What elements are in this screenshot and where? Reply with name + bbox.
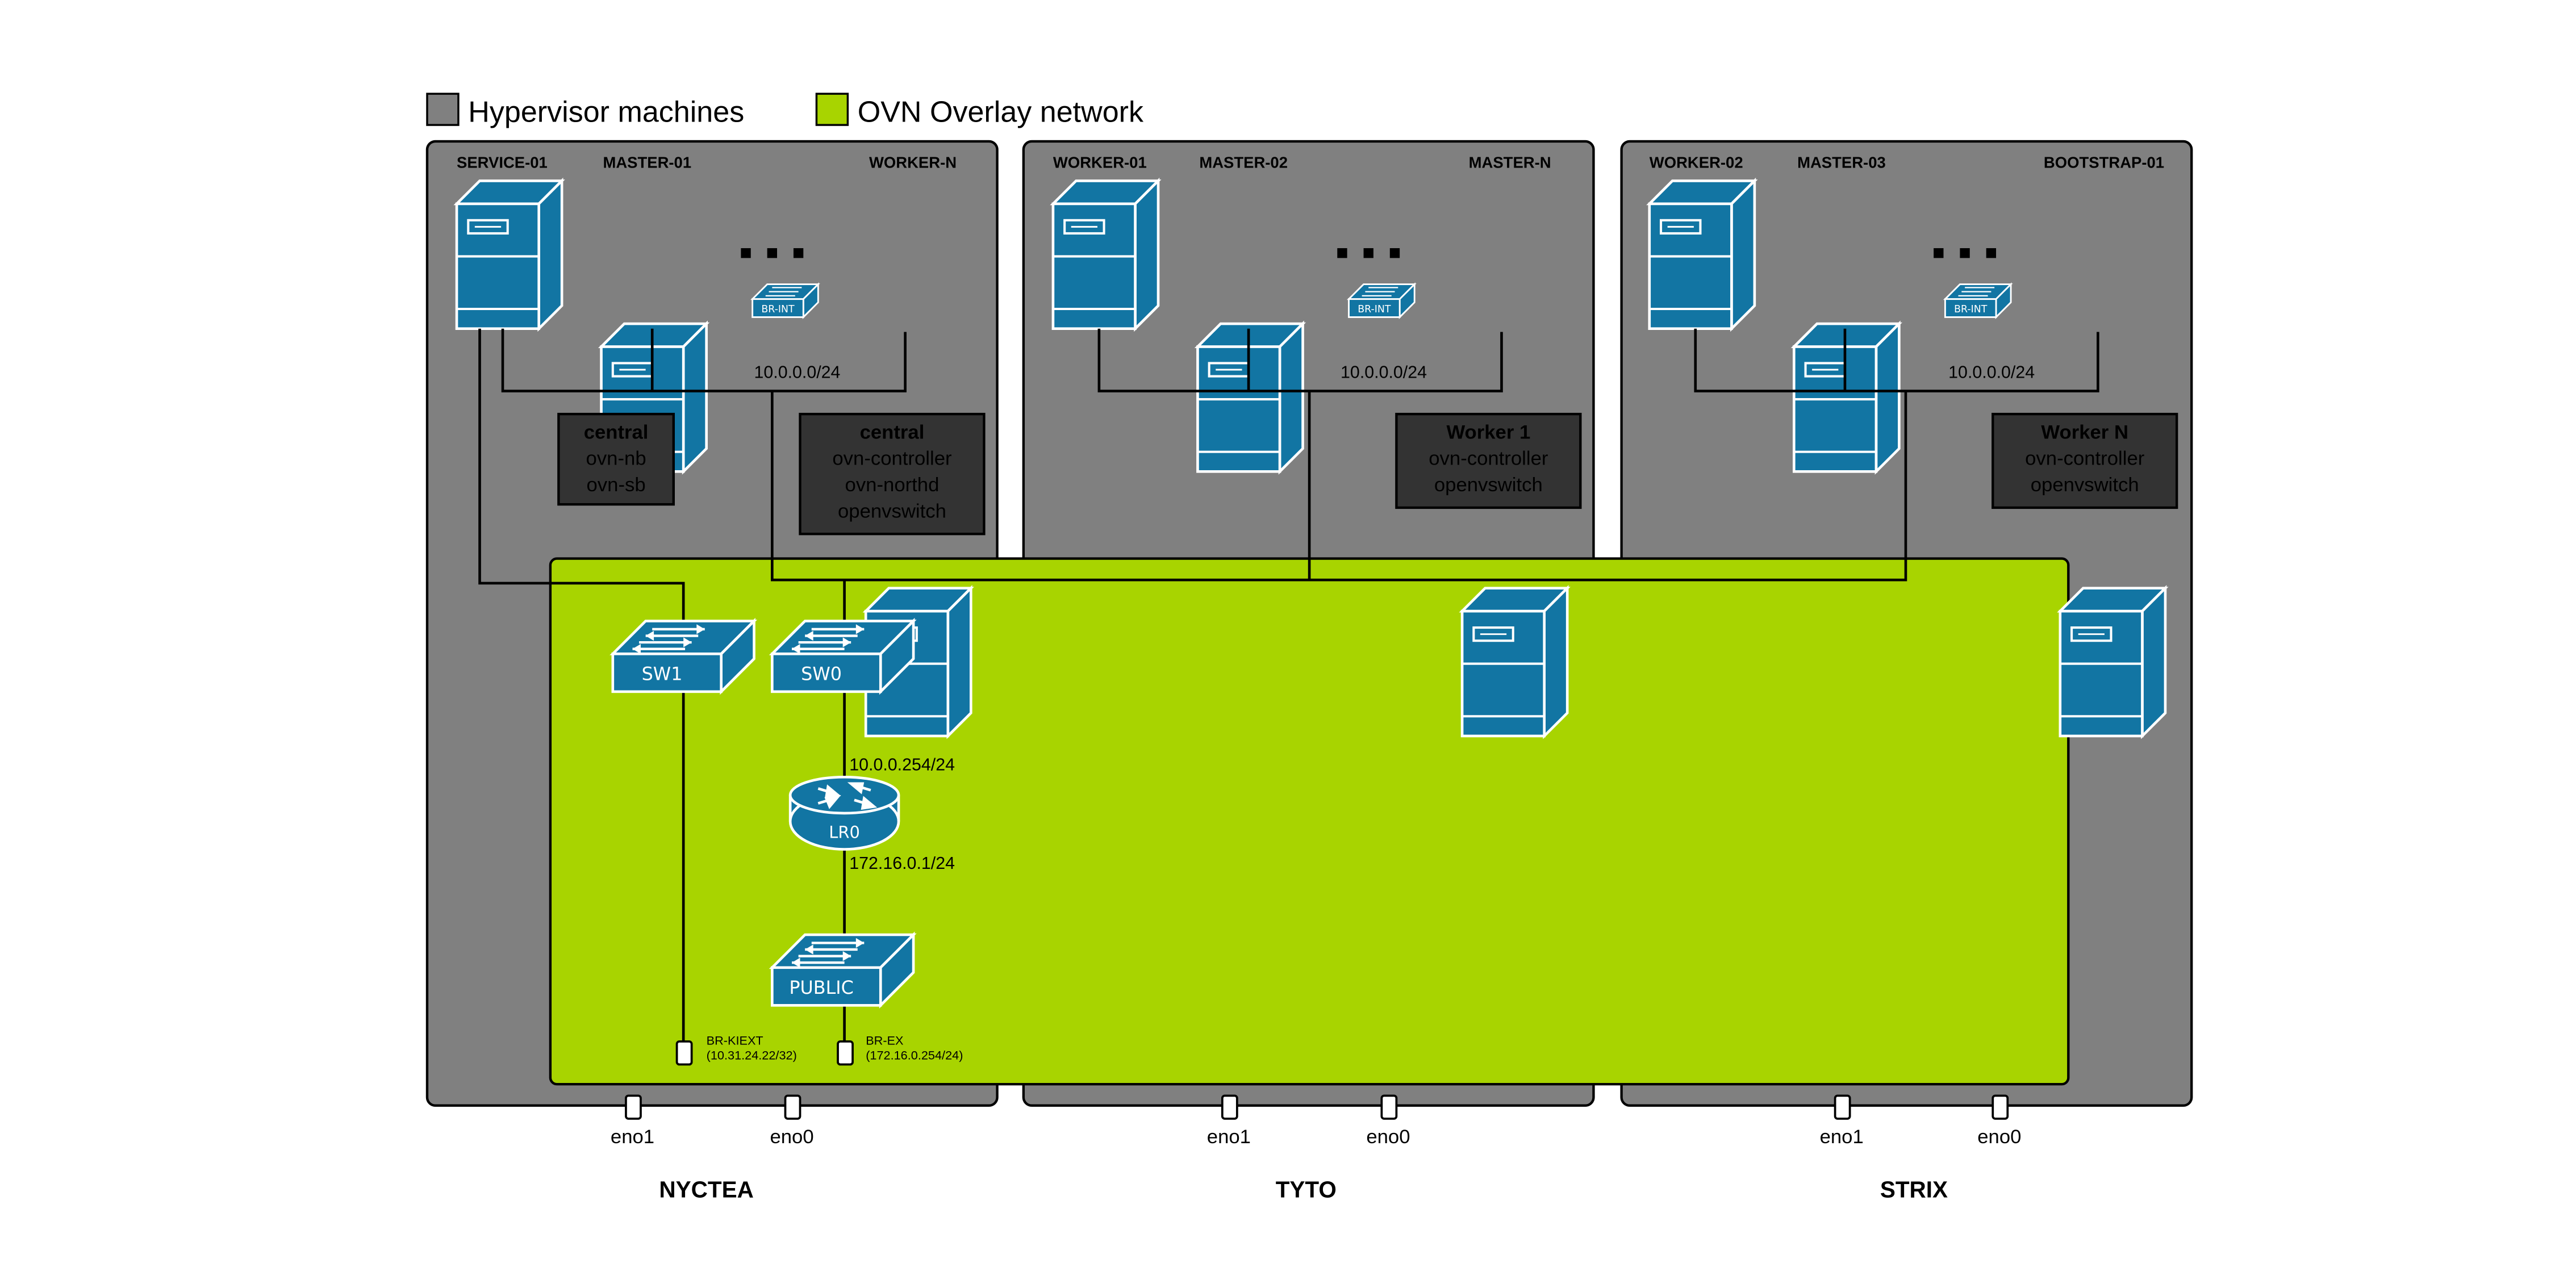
panel-central-controller-line-2: ovn-northd [845, 474, 940, 496]
legend-overlay-swatch [815, 93, 849, 126]
nic-port-tyto-eno1 [1221, 1094, 1238, 1120]
br-int-switch-nyctea: BR-INT [751, 283, 819, 318]
connection-lines [478, 328, 1907, 1042]
host-label-master-n: MASTER-N [1469, 153, 1551, 171]
server-worker-02-icon [1650, 181, 1755, 328]
panel-central-controller: central ovn-controller ovn-northd openvs… [799, 412, 986, 536]
svg-text:BR-INT: BR-INT [761, 304, 795, 315]
server-master-02-icon [1197, 324, 1302, 471]
br-int-switch-strix: BR-INT [1944, 283, 2012, 318]
nic-label-strix-eno0: eno0 [1977, 1126, 2021, 1148]
nic-label-nyctea-eno1: eno1 [611, 1126, 654, 1148]
switch-sw0: SW0 [772, 621, 913, 692]
port-br-ex-name: BR-EX [866, 1034, 904, 1048]
host-label-worker-n: WORKER-N [869, 153, 957, 171]
port-br-kiext [675, 1040, 693, 1066]
router-lr0: LR0 [788, 775, 900, 851]
router-top-ip: 10.0.0.254/24 [849, 756, 955, 775]
nic-port-strix-eno0 [1992, 1094, 2009, 1120]
port-br-kiext-name: BR-KIEXT [707, 1034, 763, 1048]
subnet-label-nyctea: 10.0.0.0/24 [754, 363, 841, 382]
host-label-master-01: MASTER-01 [603, 153, 691, 171]
panel-central-nb-sb-line-2: ovn-sb [587, 474, 646, 496]
br-int-switch-tyto: BR-INT [1348, 283, 1416, 318]
server-service-01-icon [457, 181, 562, 328]
panel-worker-n: Worker N ovn-controller openvswitch [1992, 412, 2178, 509]
host-name-strix: STRIX [1880, 1177, 1948, 1203]
legend-overlay-label: OVN Overlay network [858, 95, 1144, 128]
server-worker-01-icon [1053, 181, 1158, 328]
panel-worker-n-line-2: openvswitch [2031, 474, 2139, 496]
nic-label-tyto-eno1: eno1 [1207, 1126, 1251, 1148]
legend-hypervisor-swatch [426, 93, 460, 126]
legend-hypervisor-label: Hypervisor machines [468, 95, 744, 128]
panel-worker-1-title: Worker 1 [1446, 421, 1530, 443]
host-label-bootstrap-01: BOOTSTRAP-01 [2044, 153, 2164, 171]
panel-central-controller-line-1: ovn-controller [832, 448, 951, 470]
server-master-03-icon [1794, 324, 1899, 471]
nic-label-nyctea-eno0: eno0 [770, 1126, 813, 1148]
host-label-service-01: SERVICE-01 [457, 153, 548, 171]
host-label-worker-02: WORKER-02 [1650, 153, 1743, 171]
svg-text:BR-INT: BR-INT [1358, 304, 1391, 315]
internal-networks [501, 328, 2099, 392]
nic-port-nyctea-eno1 [625, 1094, 642, 1120]
panel-central-nb-sb-title: central [584, 421, 649, 443]
port-br-kiext-ip: (10.31.24.22/32) [707, 1048, 797, 1063]
switch-public: PUBLIC [772, 935, 913, 1005]
host-name-nyctea: NYCTEA [659, 1177, 753, 1203]
overlay-server-tyto-icon [1462, 588, 1567, 736]
host-name-tyto: TYTO [1276, 1177, 1337, 1203]
nic-port-strix-eno1 [1834, 1094, 1851, 1120]
host-label-master-03: MASTER-03 [1797, 153, 1886, 171]
panel-worker-n-line-1: ovn-controller [2025, 448, 2144, 470]
legend: Hypervisor machines OVN Overlay network [426, 93, 1144, 128]
port-br-ex-ip: (172.16.0.254/24) [866, 1048, 963, 1063]
panel-worker-n-title: Worker N [2041, 421, 2128, 443]
switch-sw0-label: SW0 [801, 663, 842, 685]
switch-sw1: SW1 [613, 621, 754, 692]
panel-central-controller-line-3: openvswitch [838, 500, 946, 522]
panel-central-nb-sb-line-1: ovn-nb [586, 448, 646, 470]
nic-port-tyto-eno0 [1380, 1094, 1398, 1120]
host-label-master-02: MASTER-02 [1199, 153, 1288, 171]
panel-worker-1: Worker 1 ovn-controller openvswitch [1395, 412, 1582, 509]
router-lr0-label: LR0 [829, 822, 860, 842]
svg-text:BR-INT: BR-INT [1954, 304, 1988, 315]
panel-central-nb-sb: central ovn-nb ovn-sb [557, 412, 675, 506]
nic-port-nyctea-eno0 [784, 1094, 801, 1120]
switch-public-label: PUBLIC [789, 977, 854, 998]
panel-worker-1-line-1: ovn-controller [1429, 448, 1548, 470]
host-label-worker-01: WORKER-01 [1053, 153, 1147, 171]
nic-label-tyto-eno0: eno0 [1366, 1126, 1410, 1148]
overlay-server-strix-icon [2060, 588, 2165, 736]
switch-sw1-label: SW1 [642, 663, 683, 685]
nic-label-strix-eno1: eno1 [1820, 1126, 1864, 1148]
subnet-label-strix: 10.0.0.0/24 [1948, 363, 2035, 382]
router-bottom-ip: 172.16.0.1/24 [849, 854, 955, 873]
ellipsis-dots [741, 248, 1997, 258]
panel-central-controller-title: central [860, 421, 925, 443]
panel-worker-1-line-2: openvswitch [1434, 474, 1543, 496]
port-br-ex [837, 1040, 854, 1066]
subnet-label-tyto: 10.0.0.0/24 [1341, 363, 1427, 382]
